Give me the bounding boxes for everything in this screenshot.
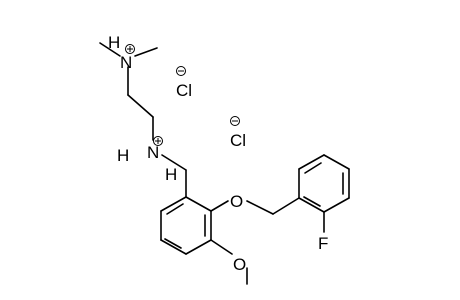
cl2-label: Cl [230, 131, 246, 150]
bond-ch2-ring2 [272, 197, 300, 215]
cl1-label: Cl [176, 81, 192, 100]
cl1-charge-minus [176, 66, 186, 76]
n-top-h-label: H [108, 33, 120, 52]
bond-methyl-right [134, 47, 158, 57]
n-top-charge-plus [125, 44, 135, 54]
ring2-bond-6 [298, 197, 325, 213]
ring1-double-2 [164, 238, 182, 249]
charges [125, 44, 240, 146]
n-top-label: N [120, 53, 132, 72]
bond-ring-oether [210, 200, 229, 212]
ring1-bond-1 [185, 196, 212, 212]
o-ether-label: O [230, 192, 243, 211]
bond-methyl-left [99, 42, 121, 57]
n-mid-h-left-label: H [117, 146, 129, 165]
n-mid-h-right-label: H [165, 165, 177, 184]
ring1-bond-4 [160, 239, 187, 255]
ring1-bond-3 [185, 239, 212, 255]
n-mid-charge-plus [153, 136, 163, 146]
atom-labels: H N H N H O O F Cl Cl [108, 33, 328, 274]
f-label: F [318, 234, 328, 253]
n-mid-label: N [147, 143, 159, 162]
bonds [99, 42, 350, 285]
ring1-double-3 [166, 203, 184, 215]
bond-nmid-ch2 [161, 154, 187, 171]
bond-ring-omethoxy [210, 239, 233, 255]
o-methoxy-label: O [233, 255, 246, 274]
ring1-bond-6 [160, 196, 187, 212]
cl2-charge-minus [230, 116, 240, 126]
ring2-double-3 [303, 196, 321, 207]
ring2-double-1 [304, 162, 322, 174]
ring2-bond-3 [323, 154, 350, 170]
bond-ch2-ch2 [127, 94, 154, 118]
bond-oether-ch2 [246, 200, 274, 215]
ring2-bond-2 [298, 154, 325, 170]
ring2-bond-5 [323, 197, 350, 213]
